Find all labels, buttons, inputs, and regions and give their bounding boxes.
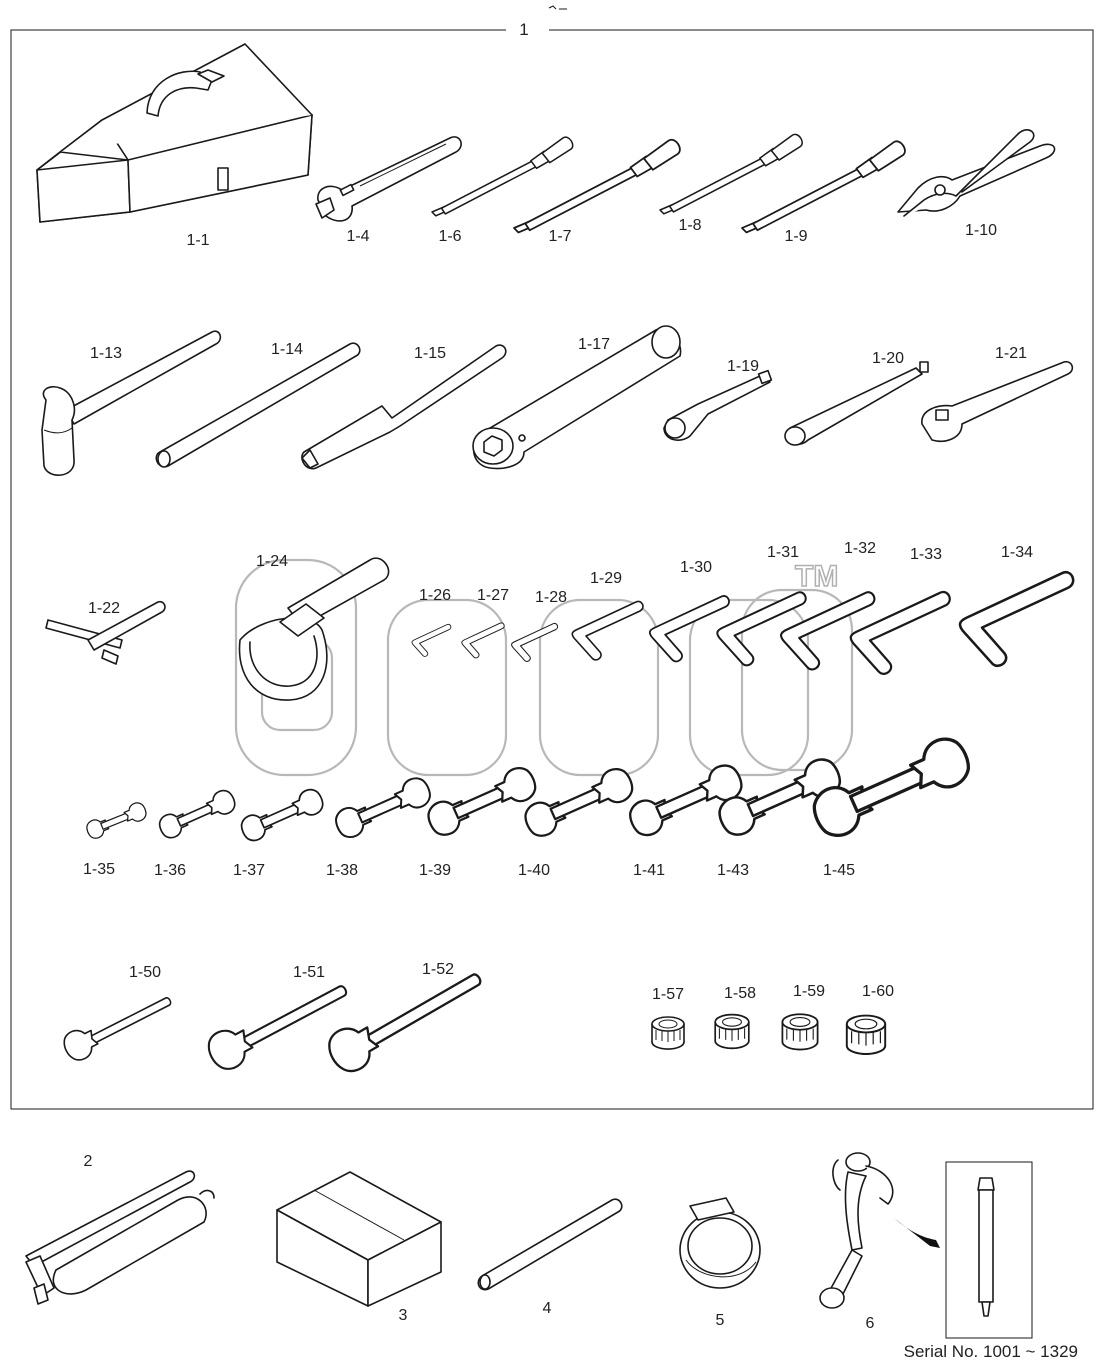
detail-arrow: [894, 1218, 940, 1248]
hex-key-1-28-drawing: [511, 622, 559, 662]
label-1-60: 1-60: [862, 983, 894, 1000]
label-1-6: 1-6: [438, 228, 461, 245]
adjustable-wrench-drawing: [315, 136, 462, 222]
label-1-37: 1-37: [233, 862, 265, 879]
label-1-14: 1-14: [271, 341, 303, 358]
label-1-29: 1-29: [590, 570, 622, 587]
label-1-33: 1-33: [910, 546, 942, 563]
screwdriver-1-8-drawing: [659, 133, 803, 215]
label-1-51: 1-51: [293, 964, 325, 981]
label-1-13: 1-13: [90, 345, 122, 362]
spanner-1-50-drawing: [58, 984, 177, 1066]
label-6: 6: [866, 1315, 875, 1332]
detail-box: [945, 1161, 1033, 1339]
watermark-tm: TM: [795, 560, 838, 593]
label-1-26: 1-26: [419, 587, 451, 604]
hammer-drawing: [41, 330, 222, 476]
label-1-31: 1-31: [767, 544, 799, 561]
label-1-20: 1-20: [872, 350, 904, 367]
socket-1-59-drawing: [781, 1013, 819, 1051]
spanner-1-51-drawing: [201, 969, 355, 1076]
kit-frame: [10, 29, 1094, 1110]
hex-key-1-29-drawing: [571, 600, 644, 661]
socket-1-60-drawing: [845, 1014, 887, 1055]
serial-number: Serial No. 1001 ~ 1329: [904, 1342, 1078, 1361]
filter-wrench-drawing: [238, 557, 390, 701]
label-3: 3: [399, 1307, 408, 1324]
wrench-1-36-drawing: [155, 786, 239, 842]
label-1-40: 1-40: [518, 862, 550, 879]
extension-bar-drawing: [784, 361, 929, 446]
hex-key-1-27-drawing: [461, 622, 505, 659]
label-1-30: 1-30: [680, 559, 712, 576]
label-1-38: 1-38: [326, 862, 358, 879]
label-1-22: 1-22: [88, 600, 120, 617]
hose-clamp-drawing: [679, 1197, 761, 1289]
label-1-28: 1-28: [535, 589, 567, 606]
ratchet-drawing: [921, 360, 1074, 442]
socket-1-19-drawing: [663, 369, 773, 441]
socket-1-57-drawing: [651, 1016, 685, 1050]
flat-bar-1-15-drawing: [301, 344, 507, 470]
label-1-1: 1-1: [186, 232, 209, 249]
hex-key-1-34-drawing: [958, 570, 1075, 668]
label-1-57: 1-57: [652, 986, 684, 1003]
watermark-logo: TM: [234, 558, 854, 777]
box-spanner-drawing: [472, 325, 682, 470]
carton-box-drawing: [276, 1171, 442, 1307]
label-2: 2: [84, 1153, 93, 1170]
label-1-34: 1-34: [1001, 544, 1033, 561]
rod-drawing: [477, 1198, 623, 1291]
screwdriver-1-7-drawing: [513, 138, 681, 234]
label-5: 5: [716, 1312, 725, 1329]
label-1-41: 1-41: [633, 862, 665, 879]
label-1-17: 1-17: [578, 336, 610, 353]
label-1-52: 1-52: [422, 961, 454, 978]
label-1-35: 1-35: [83, 861, 115, 878]
spanner-1-52-drawing: [321, 955, 490, 1080]
wrench-1-37-drawing: [237, 785, 328, 845]
label-1-10: 1-10: [965, 222, 997, 239]
label-1-9: 1-9: [784, 228, 807, 245]
label-1-21: 1-21: [995, 345, 1027, 362]
t-handle-drawing: [45, 600, 166, 665]
label-1-24: 1-24: [256, 553, 288, 570]
label-1-36: 1-36: [154, 862, 186, 879]
header-mark: [548, 5, 567, 10]
label-1-50: 1-50: [129, 964, 161, 981]
wrench-1-38-drawing: [330, 773, 436, 843]
label-1-4: 1-4: [346, 228, 369, 245]
label-1-59: 1-59: [793, 983, 825, 1000]
label-1-43: 1-43: [717, 862, 749, 879]
hex-key-1-26-drawing: [411, 623, 452, 657]
label-1-45: 1-45: [823, 862, 855, 879]
pliers-drawing: [897, 129, 1056, 217]
hose-pipe-drawing: [819, 1152, 894, 1309]
label-1-15: 1-15: [414, 345, 446, 362]
label-1-32: 1-32: [844, 540, 876, 557]
grease-gun-drawing: [25, 1170, 215, 1305]
bar-1-14-drawing: [155, 342, 361, 468]
label-1-8: 1-8: [678, 217, 701, 234]
label-4: 4: [543, 1300, 552, 1317]
socket-1-58-drawing: [714, 1013, 750, 1050]
wrench-1-35-drawing: [83, 799, 150, 842]
label-1-39: 1-39: [419, 862, 451, 879]
label-1-58: 1-58: [724, 985, 756, 1002]
label-1-27: 1-27: [477, 587, 509, 604]
label-1-7: 1-7: [548, 228, 571, 245]
wrench-1-45-drawing: [805, 730, 977, 844]
label-1-19: 1-19: [727, 358, 759, 375]
group-label: 1: [519, 20, 528, 39]
toolbox-drawing: [36, 43, 313, 223]
